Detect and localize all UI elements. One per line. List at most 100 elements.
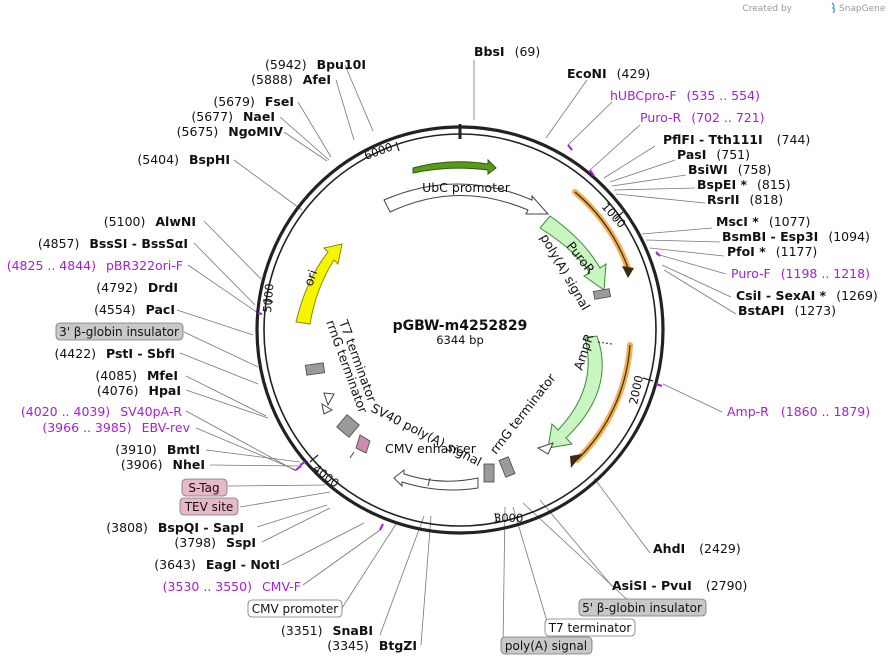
svg-text:S-Tag: S-Tag bbox=[188, 481, 219, 495]
orf-ampr-arrowhead bbox=[570, 454, 582, 468]
svg-text:BsiWI(758): BsiWI(758) bbox=[688, 162, 771, 177]
site-pflfi[interactable]: PflFI - Tth111I(744) bbox=[663, 132, 810, 147]
site-asisi[interactable]: AsiSI - PvuI(2790) bbox=[612, 578, 747, 593]
site-naei[interactable]: (5677)NaeI bbox=[191, 109, 275, 124]
svg-text:hUBCpro-F(535 .. 554): hUBCpro-F(535 .. 554) bbox=[610, 88, 760, 103]
svg-text:BbsI(69): BbsI(69) bbox=[474, 44, 540, 59]
svg-text:(5942)Bpu10I: (5942)Bpu10I bbox=[265, 57, 366, 72]
svg-text:(4020 .. 4039)SV40pA-R: (4020 .. 4039)SV40pA-R bbox=[21, 404, 182, 419]
svg-text:BsmBI - Esp3I(1094): BsmBI - Esp3I(1094) bbox=[722, 229, 870, 244]
feature-tev-tick bbox=[349, 451, 355, 459]
svg-text:poly(A) signal: poly(A) signal bbox=[505, 639, 587, 653]
svg-text:(3351)SnaBI: (3351)SnaBI bbox=[281, 623, 373, 638]
site-csii[interactable]: CsiI - SexAI *(1269) bbox=[736, 288, 878, 303]
svg-text:AhdI(2429): AhdI(2429) bbox=[653, 541, 741, 556]
boxed-label-t7-terminator[interactable]: T7 terminator bbox=[544, 618, 636, 637]
site-econi[interactable]: EcoNI(429) bbox=[567, 66, 650, 81]
site-alwni[interactable]: (5100)AlwNI bbox=[104, 214, 196, 229]
site-ngomiv[interactable]: (5675)NgoMIV bbox=[177, 124, 284, 139]
svg-text:(4076)HpaI: (4076)HpaI bbox=[97, 383, 181, 398]
site-amp-r[interactable]: Amp-R(1860 .. 1879) bbox=[727, 404, 870, 419]
site-btgzi[interactable]: (3345)BtgZI bbox=[327, 638, 417, 653]
feature-green-arrow bbox=[412, 158, 497, 175]
site-paci[interactable]: (4554)PacI bbox=[94, 302, 175, 317]
svg-text:(3798)SspI: (3798)SspI bbox=[174, 535, 256, 550]
site-bpu10i[interactable]: (5942)Bpu10I bbox=[265, 57, 366, 72]
site-rsrii[interactable]: RsrII(818) bbox=[707, 192, 783, 207]
svg-text:(3808)BspQI - SapI: (3808)BspQI - SapI bbox=[106, 520, 244, 535]
svg-text:EcoNI(429): EcoNI(429) bbox=[567, 66, 650, 81]
site-bsssi[interactable]: (4857)BssSI - BssSαI bbox=[38, 236, 188, 251]
site-msci[interactable]: MscI *(1077) bbox=[716, 214, 810, 229]
site-snabi[interactable]: (3351)SnaBI bbox=[281, 623, 373, 638]
site-bsphi[interactable]: (5404)BspHI bbox=[137, 152, 230, 167]
svg-text:BspEI *(815): BspEI *(815) bbox=[697, 177, 791, 192]
site-ebv-rev[interactable]: (3966 .. 3985)EBV-rev bbox=[42, 420, 190, 435]
boxed-label-tev-site[interactable]: TEV site bbox=[179, 497, 239, 516]
tick-label-4000: 4000 bbox=[310, 461, 342, 490]
svg-text:(4857)BssSI - BssSαI: (4857)BssSI - BssSαI bbox=[38, 236, 188, 251]
svg-text:(3910)BmtI: (3910)BmtI bbox=[115, 442, 200, 457]
svg-text:(5677)NaeI: (5677)NaeI bbox=[191, 109, 275, 124]
site-bmti[interactable]: (3910)BmtI bbox=[115, 442, 200, 457]
site-sv40pa-r[interactable]: (4020 .. 4039)SV40pA-R bbox=[21, 404, 182, 419]
svg-text:CMV promoter: CMV promoter bbox=[252, 602, 339, 616]
tick-label-2000: 2000 bbox=[626, 374, 646, 406]
svg-text:3' β-globin insulator: 3' β-globin insulator bbox=[59, 325, 179, 339]
site-bspqi[interactable]: (3808)BspQI - SapI bbox=[106, 520, 244, 535]
orf-puror-arrowhead bbox=[622, 266, 634, 278]
feature-ubc-promoter bbox=[383, 183, 550, 215]
site-cmv-f[interactable]: (3530 .. 3550)CMV-F bbox=[163, 579, 301, 594]
site-puro-f[interactable]: Puro-F(1198 .. 1218) bbox=[731, 266, 870, 281]
site-sspi[interactable]: (3798)SspI bbox=[174, 535, 256, 550]
boxed-label-s-tag[interactable]: S-Tag bbox=[181, 478, 228, 497]
feature-t7-box bbox=[304, 362, 326, 376]
site-bspei[interactable]: BspEI *(815) bbox=[697, 177, 791, 192]
svg-text:(3643)EagI - NotI: (3643)EagI - NotI bbox=[154, 557, 280, 572]
site-hubcpro-f[interactable]: hUBCpro-F(535 .. 554) bbox=[610, 88, 760, 103]
primer-marks bbox=[257, 144, 663, 531]
site-bbsi[interactable]: BbsI(69) bbox=[474, 44, 540, 59]
site-pfoi[interactable]: PfoI *(1177) bbox=[727, 244, 817, 259]
site-bsmbi[interactable]: BsmBI - Esp3I(1094) bbox=[722, 229, 870, 244]
boxed-label-5-beta-globin-insulator[interactable]: 5' β-globin insulator bbox=[578, 598, 707, 617]
svg-text:(3345)BtgZI: (3345)BtgZI bbox=[327, 638, 417, 653]
svg-text:AsiSI - PvuI(2790): AsiSI - PvuI(2790) bbox=[612, 578, 747, 593]
site-pbr322ori-f[interactable]: (4825 .. 4844)pBR322ori-F bbox=[7, 258, 183, 273]
site-fsei[interactable]: (5679)FseI bbox=[213, 94, 294, 109]
site-ahdi[interactable]: AhdI(2429) bbox=[653, 541, 741, 556]
site-hpai[interactable]: (4076)HpaI bbox=[97, 383, 181, 398]
boxed-label-polya-signal[interactable]: poly(A) signal bbox=[500, 636, 593, 655]
site-eagi[interactable]: (3643)EagI - NotI bbox=[154, 557, 280, 572]
svg-text:5' β-globin insulator: 5' β-globin insulator bbox=[582, 601, 702, 615]
site-bsiwi[interactable]: BsiWI(758) bbox=[688, 162, 771, 177]
feature-rrng-left-arrow-1 bbox=[323, 392, 335, 407]
feature-rrng-terminator-right-arrow bbox=[536, 442, 554, 455]
svg-text:Amp-R(1860 .. 1879): Amp-R(1860 .. 1879) bbox=[727, 404, 870, 419]
plasmid-name: pGBW-m4252829 bbox=[393, 318, 528, 334]
site-afei[interactable]: (5888)AfeI bbox=[251, 72, 331, 87]
site-puro-r[interactable]: Puro-R(702 .. 721) bbox=[640, 110, 765, 125]
boxed-label-3-beta-globin-insulator[interactable]: 3' β-globin insulator bbox=[55, 322, 184, 341]
feature-puror bbox=[539, 215, 607, 291]
feature-label-ubc-promoter: UbC promoter bbox=[422, 180, 511, 195]
feature-sv40-box bbox=[336, 414, 360, 438]
orf-ampr-line bbox=[576, 344, 631, 461]
svg-text:Puro-R(702 .. 721): Puro-R(702 .. 721) bbox=[640, 110, 765, 125]
svg-text:(3530 .. 3550)CMV-F: (3530 .. 3550)CMV-F bbox=[163, 579, 301, 594]
feature-label-ori: ori bbox=[301, 268, 321, 288]
feature-terminator-box-2 bbox=[498, 456, 516, 478]
svg-text:(4825 .. 4844)pBR322ori-F: (4825 .. 4844)pBR322ori-F bbox=[7, 258, 183, 273]
site-nhei[interactable]: (3906)NheI bbox=[121, 457, 205, 472]
feature-ampr bbox=[547, 335, 603, 449]
site-drdi[interactable]: (4792)DrdI bbox=[96, 280, 178, 295]
site-pasi[interactable]: PasI(751) bbox=[677, 147, 750, 162]
feature-label-cmv-enhancer: CMV enhancer bbox=[385, 441, 477, 456]
site-mfei[interactable]: (4085)MfeI bbox=[95, 368, 178, 383]
feature-ampr-promoter bbox=[597, 341, 613, 345]
svg-text:(3906)NheI: (3906)NheI bbox=[121, 457, 205, 472]
boxed-label-cmv-promoter[interactable]: CMV promoter bbox=[247, 599, 343, 618]
site-bstapi[interactable]: BstAPI(1273) bbox=[738, 303, 836, 318]
feature-ori bbox=[295, 243, 343, 325]
site-psti[interactable]: (4422)PstI - SbfI bbox=[54, 346, 175, 361]
